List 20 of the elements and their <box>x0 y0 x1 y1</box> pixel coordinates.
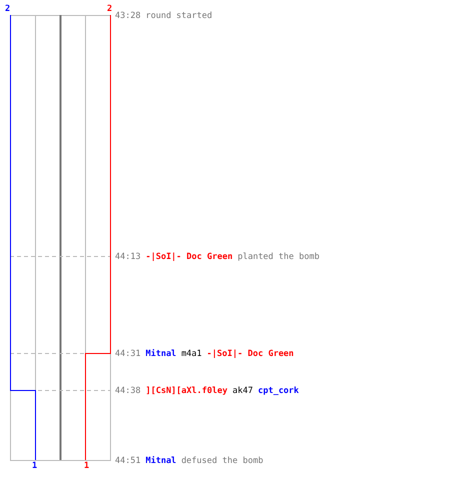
player-count: 1 <box>84 461 90 471</box>
time-label: 43:28 <box>115 11 141 21</box>
player-name: -|SoI|- Doc Green <box>206 349 294 359</box>
weapon-name: m4a1 <box>181 349 202 359</box>
event-text: defused the bomb <box>181 456 264 466</box>
player-name: cpt_cork <box>258 386 299 396</box>
player-count: 2 <box>5 4 10 14</box>
player-name: Mitnal <box>146 349 176 359</box>
player-name: ][CsN][aXl.f0ley <box>146 386 228 396</box>
event-text: round started <box>146 11 212 21</box>
player-count: 1 <box>32 461 38 471</box>
time-label: 44:38 <box>115 386 141 396</box>
player-name: -|SoI|- Doc Green <box>146 252 233 262</box>
time-label: 44:31 <box>115 349 141 359</box>
event-text: planted the bomb <box>238 252 320 262</box>
player-name: Mitnal <box>146 456 176 466</box>
time-label: 44:51 <box>115 456 141 466</box>
player-count: 2 <box>107 4 112 14</box>
time-label: 44:13 <box>115 252 141 262</box>
weapon-name: ak47 <box>232 386 253 396</box>
